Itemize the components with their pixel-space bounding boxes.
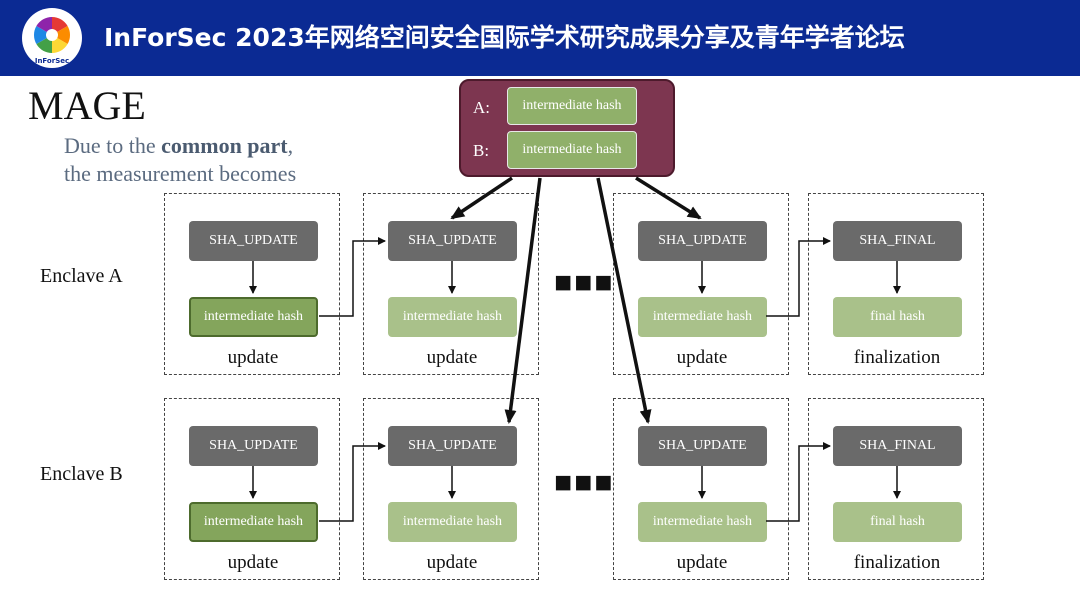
sha-update-node: SHA_UPDATE	[638, 426, 767, 466]
subtitle-pre: Due to the	[64, 133, 162, 158]
header-bar: InForSec InForSec 2023年网络空间安全国际学术研究成果分享及…	[0, 0, 1080, 76]
update-label: update	[426, 347, 478, 368]
enclave-a-update-box-1: SHA_UPDATE intermediate hash update	[164, 193, 340, 375]
sha-update-node: SHA_UPDATE	[189, 426, 318, 466]
enclave-b-update-box-2: SHA_UPDATE intermediate hash update	[363, 398, 539, 580]
arrow-common-to-a2	[450, 176, 513, 220]
update-label: update	[676, 552, 728, 573]
intermediate-hash-node: intermediate hash	[638, 297, 767, 337]
header-title: InForSec 2023年网络空间安全国际学术研究成果分享及青年学者论坛	[104, 23, 905, 52]
arrow-common-to-b3	[596, 177, 652, 424]
finalization-label: finalization	[853, 552, 941, 573]
update-label: update	[676, 347, 728, 368]
enclave-b-update-box-3: SHA_UPDATE intermediate hash update	[613, 398, 789, 580]
enclave-b-label: Enclave B	[40, 463, 123, 485]
enclave-b-finalization-box: SHA_FINAL final hash finalization	[808, 398, 984, 580]
arrow-b3-to-bf	[766, 442, 831, 522]
enclave-a-finalization-box: SHA_FINAL final hash finalization	[808, 193, 984, 375]
update-label: update	[426, 552, 478, 573]
update-label: update	[227, 347, 279, 368]
intermediate-hash-node: intermediate hash	[189, 502, 318, 542]
intermediate-hash-node: intermediate hash	[388, 297, 517, 337]
arrow-common-to-a3	[635, 176, 702, 220]
subtitle-bold: common part	[161, 133, 288, 158]
intermediate-hash-node: intermediate hash	[189, 297, 318, 337]
arrow-b1-to-b2	[319, 442, 386, 522]
logo-text: InForSec	[35, 57, 69, 65]
slide-title: MAGE	[28, 83, 146, 128]
sha-update-node: SHA_UPDATE	[638, 221, 767, 261]
subtitle-post: ,	[287, 133, 294, 158]
common-b-label: B:	[473, 141, 490, 160]
update-label: update	[227, 552, 279, 573]
common-b-hash: intermediate hash	[507, 131, 637, 169]
sha-update-node: SHA_UPDATE	[388, 221, 517, 261]
final-hash-node: final hash	[833, 502, 962, 542]
inforsec-logo: InForSec	[22, 8, 82, 68]
slide-subtitle: Due to the common part, the measurement …	[64, 132, 296, 188]
sha-final-node: SHA_FINAL	[833, 221, 962, 261]
enclave-b-update-box-1: SHA_UPDATE intermediate hash update	[164, 398, 340, 580]
enclave-a-update-box-2: SHA_UPDATE intermediate hash update	[363, 193, 539, 375]
common-a-label: A:	[473, 98, 490, 117]
intermediate-hash-node: intermediate hash	[638, 502, 767, 542]
sha-update-node: SHA_UPDATE	[388, 426, 517, 466]
intermediate-hash-node: intermediate hash	[388, 502, 517, 542]
arrow-a3-to-af	[766, 237, 831, 317]
final-hash-node: final hash	[833, 297, 962, 337]
common-part-box: A: B: intermediate hash intermediate has…	[459, 79, 675, 177]
arrow-a1-to-a2	[319, 237, 386, 317]
enclave-a-update-box-3: SHA_UPDATE intermediate hash update	[613, 193, 789, 375]
sha-update-node: SHA_UPDATE	[189, 221, 318, 261]
ellipsis-a: ■■■	[554, 266, 615, 299]
enclave-a-label: Enclave A	[40, 265, 123, 287]
subtitle-line2: the measurement becomes	[64, 161, 297, 186]
sha-final-node: SHA_FINAL	[833, 426, 962, 466]
common-a-hash: intermediate hash	[507, 87, 637, 125]
ellipsis-b: ■■■	[554, 466, 615, 499]
arrow-common-to-b2	[504, 177, 542, 424]
finalization-label: finalization	[853, 347, 941, 368]
